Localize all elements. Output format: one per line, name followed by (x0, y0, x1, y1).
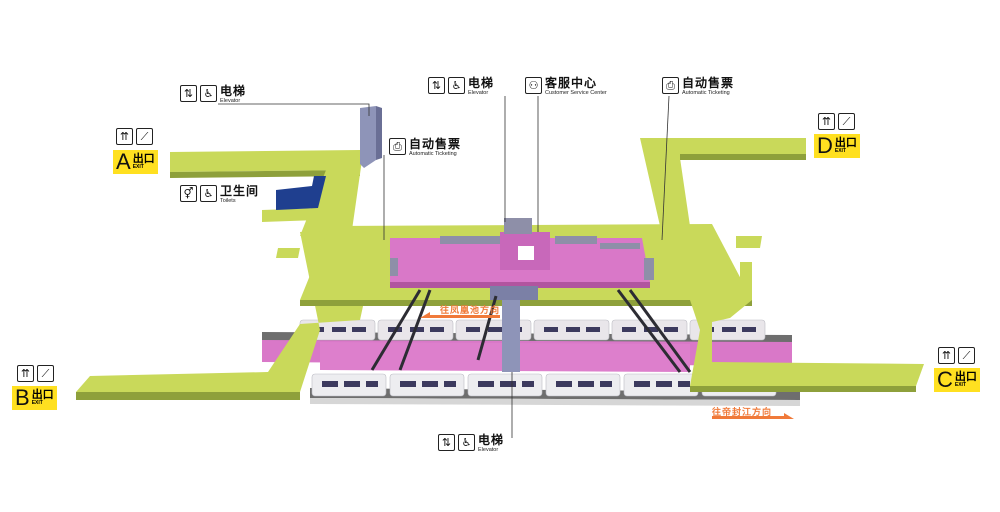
elevator-icon: ⇅ (438, 434, 455, 451)
exit-en: EXIT (834, 148, 847, 154)
direction-arrow-left (420, 312, 500, 318)
label-cn: 卫生间 (220, 184, 260, 198)
customer-service-label: ⚇ 客服中心 Customer Service Center (525, 77, 607, 97)
label-cn: 电梯 (220, 84, 247, 98)
direction-arrow-right (712, 413, 794, 419)
people-up-icon: ⇈ (818, 113, 835, 130)
label-cn: 电梯 (478, 433, 505, 447)
exit-en: EXIT (31, 400, 43, 406)
elevator-shaft-center (502, 286, 520, 372)
label-cn: 电梯 (468, 76, 495, 90)
label-en: Automatic Ticketing (409, 151, 457, 157)
exit-cn: 出口 (132, 153, 155, 165)
exit-en: EXIT (132, 164, 144, 170)
toilets-label: ⚥ ♿ 卫生间 Toilets (180, 185, 259, 205)
escalator-icon: ⟋ (37, 365, 54, 382)
people-up-icon: ⇈ (116, 128, 133, 145)
toilet-block (276, 176, 326, 210)
label-cn: 自动售票 (409, 137, 462, 151)
wheelchair-icon: ♿ (200, 185, 217, 202)
escalator-icon: ⟋ (136, 128, 153, 145)
train-back-windows (310, 327, 756, 332)
elevator-label-top-left: ⇅ ♿ 电梯 Elevator (180, 85, 246, 105)
exit-b-icons: ⇈⟋ (17, 364, 57, 382)
toilet-people-icon: ⚥ (180, 185, 197, 202)
people-up-icon: ⇈ (938, 347, 955, 364)
elevator-label-bottom: ⇅ ♿ 电梯 Elevator (438, 434, 504, 454)
elevator-icon: ⇅ (428, 77, 445, 94)
label-en: Elevator (478, 447, 499, 453)
wheelchair-icon: ♿ (448, 77, 465, 94)
platform-upper-side (390, 282, 650, 288)
exit-a-icons: ⇈⟋ (116, 127, 156, 145)
direction-fenghuangchi: 往凤凰池方向 (440, 305, 501, 315)
exit-letter: C (937, 367, 953, 392)
service-block-window (518, 246, 534, 260)
exit-letter: B (15, 385, 30, 410)
label-en: Customer Service Center (545, 90, 607, 96)
ticketing-label-right: ⎙ 自动售票 Automatic Ticketing (662, 77, 734, 97)
exit-letter: D (817, 133, 833, 158)
label-cn: 客服中心 (545, 76, 598, 90)
supports (370, 289, 692, 373)
escalator-icon: ⟋ (958, 347, 975, 364)
exit-letter: A (116, 149, 131, 174)
leader-lines (218, 95, 670, 438)
people-up-icon: ⇈ (17, 365, 34, 382)
elevator-icon: ⇅ (180, 85, 197, 102)
direction-dijiangfeng: 往帝封江方向 (712, 407, 773, 417)
ticket-machine-icon: ⎙ (662, 77, 679, 94)
wheelchair-icon: ♿ (200, 85, 217, 102)
label-cn: 自动售票 (682, 76, 735, 90)
exit-d-icons: ⇈⟋ (818, 112, 858, 130)
exit-en: EXIT (954, 382, 967, 388)
exit-cn: 出口 (954, 371, 977, 383)
elevator-label-center: ⇅ ♿ 电梯 Elevator (428, 77, 494, 97)
exit-cn: 出口 (834, 137, 857, 149)
ticketing-label-left: ⎙ 自动售票 Automatic Ticketing (389, 138, 461, 158)
elevator-shaft-left (360, 106, 382, 168)
wheelchair-icon: ♿ (458, 434, 475, 451)
service-desk-icon: ⚇ (525, 77, 542, 94)
escalator-icon: ⟋ (838, 113, 855, 130)
label-en: Automatic Ticketing (682, 90, 730, 96)
label-en: Elevator (220, 98, 241, 104)
label-en: Elevator (468, 90, 489, 96)
exit-cn: 出口 (31, 389, 54, 401)
label-en: Toilets (220, 198, 236, 204)
ticket-machine-icon: ⎙ (389, 138, 406, 155)
exit-c-icons: ⇈⟋ (938, 346, 978, 364)
stairs (390, 218, 654, 280)
